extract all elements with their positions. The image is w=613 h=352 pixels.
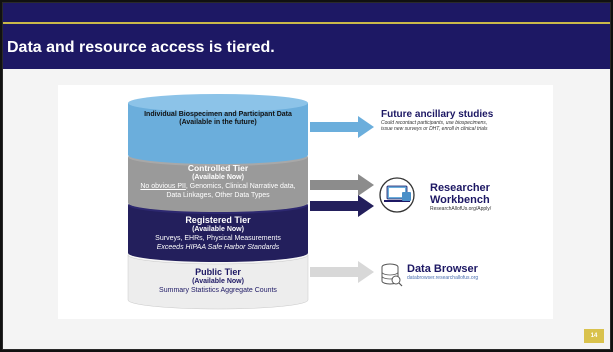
- public-tier-line1: Summary Statistics Aggregate Counts: [159, 287, 277, 294]
- registered-tier-name: Registered Tier: [185, 215, 251, 225]
- data-browser-url[interactable]: databrowser.researchallofus.org: [407, 275, 479, 281]
- controlled-arrow: [310, 174, 374, 196]
- tier-diagram: Individual Biospecimen and Participant D…: [58, 85, 553, 319]
- workbench-url[interactable]: ResearchAllofUs.org/Apply/: [430, 206, 492, 212]
- registered-tier-label: Registered Tier (Available Now) Surveys,…: [128, 215, 308, 252]
- future-studies-label: Future ancillary studies Could recontact…: [381, 109, 551, 132]
- biospecimen-tier-label: Individual Biospecimen and Participant D…: [128, 111, 308, 127]
- public-arrow: [310, 261, 374, 283]
- biospecimen-tier-name: Individual Biospecimen and Participant D…: [144, 111, 292, 118]
- tier-cylinder-graphic: [127, 94, 415, 310]
- biospecimen-tier-body: [128, 103, 308, 164]
- biospecimen-tier-top: [128, 94, 308, 112]
- data-browser-label[interactable]: Data Browser databrowser.researchallofus…: [407, 263, 547, 281]
- registered-tier-body: [128, 205, 308, 262]
- public-tier-body: [127, 254, 309, 310]
- biospecimen-tier-status: (Available in the future): [179, 119, 257, 126]
- controlled-tier-line1: No obvious PII, Genomics, Clinical Narra…: [128, 182, 308, 191]
- public-tier-name: Public Tier: [195, 267, 241, 277]
- page-number: 14: [584, 329, 604, 343]
- registered-tier-status: (Available Now): [192, 226, 244, 233]
- controlled-tier-pii: No obvious PII: [140, 183, 186, 190]
- public-tier-label: Public Tier (Available Now) Summary Stat…: [128, 267, 308, 295]
- researcher-workbench-icon: [379, 177, 415, 213]
- data-browser-title: Data Browser: [407, 263, 478, 275]
- controlled-tier-body: [128, 157, 308, 212]
- future-arrow: [310, 116, 374, 138]
- registered-tier-line2: Exceeds HIPAA Safe Harbor Standards: [156, 244, 280, 251]
- data-browser-icon: [381, 263, 403, 287]
- controlled-tier-status: (Available Now): [192, 174, 244, 181]
- public-tier-status: (Available Now): [192, 278, 244, 285]
- registered-tier-line1: Surveys, EHRs, Physical Measurements: [155, 235, 281, 242]
- workbench-title-line2: Workbench: [430, 194, 490, 206]
- controlled-tier-line1-rest: , Genomics, Clinical Narrative data,: [185, 183, 296, 190]
- header-bar: Data and resource access is tiered.: [3, 3, 610, 69]
- researcher-workbench-label[interactable]: Researcher Workbench ResearchAllofUs.org…: [430, 182, 550, 212]
- header-accent-line: [3, 22, 610, 24]
- controlled-tier-label: Controlled Tier (Available Now) No obvio…: [128, 163, 308, 200]
- future-studies-line2: issue new surveys or DHT, enroll in clin…: [381, 126, 488, 132]
- registered-arrow: [310, 195, 374, 217]
- future-studies-title: Future ancillary studies: [381, 109, 494, 120]
- workbench-title-line1: Researcher: [430, 182, 490, 194]
- slide-title: Data and resource access is tiered.: [7, 39, 275, 56]
- controlled-tier-line2: Data Linkages, Other Data Types: [166, 192, 270, 199]
- controlled-tier-name: Controlled Tier: [187, 163, 249, 173]
- future-studies-line1: Could recontact participants, use biospe…: [381, 120, 488, 126]
